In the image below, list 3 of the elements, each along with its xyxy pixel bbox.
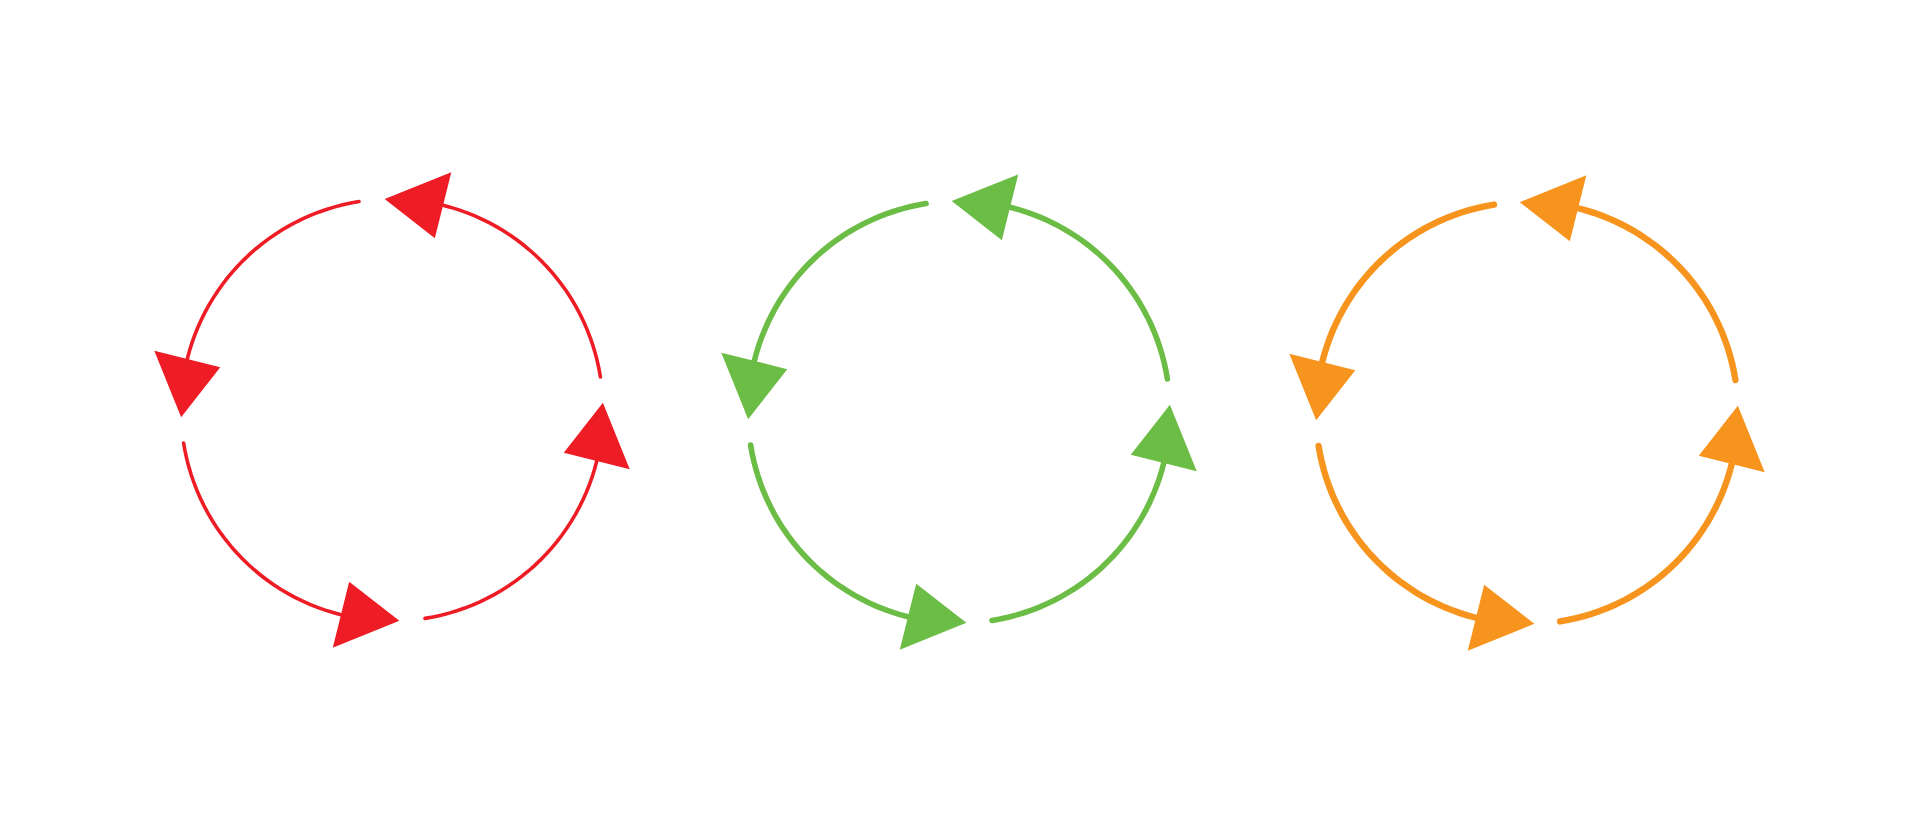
cycle-arrows-drawing: [721, 174, 1197, 650]
cycle-arrows-drawing: [1289, 175, 1765, 651]
cycle-arrows-drawing: [154, 172, 630, 648]
